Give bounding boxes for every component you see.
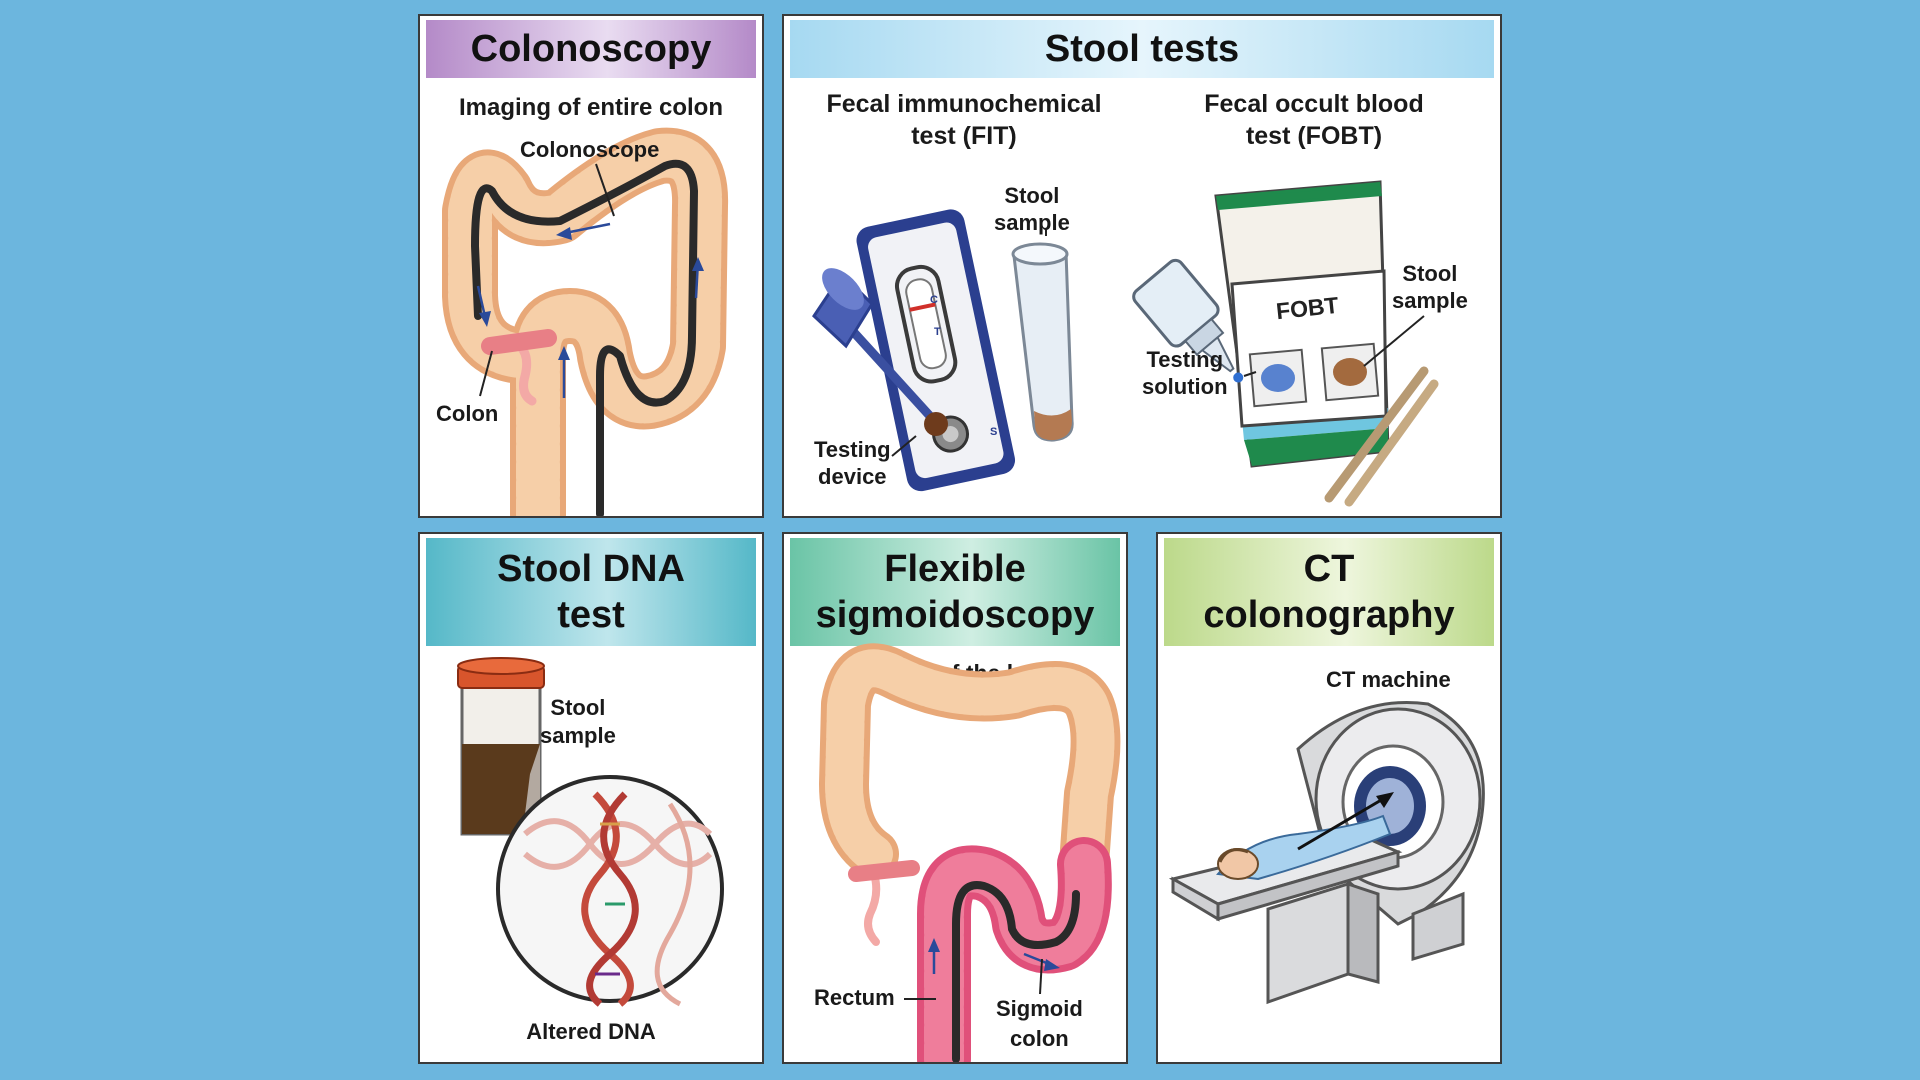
fit-mark-t: T [934,326,941,338]
ct-illustration [1168,700,1485,1005]
fit-stool-tube [1011,242,1074,442]
fit-title: Fecal immunochemical test (FIT) [794,88,1134,152]
colon-illustration [442,127,729,516]
stool-dna-illustration [457,657,724,1007]
fit-title-line2: test (FIT) [911,122,1017,150]
fit-testing-device-label: Testing device [814,436,891,490]
dna-magnified-circle [496,775,724,1007]
flex-sig-panel: Flexible sigmoidoscopy Imaging of the lo… [782,532,1128,1064]
sigmoid-colon-label: Sigmoid colon [996,994,1083,1054]
ct-patient [1216,814,1392,881]
fobt-card [1214,180,1390,468]
fit-swab [812,268,948,436]
flex-sig-title-line1: Flexible [884,548,1026,590]
colonoscopy-panel: Colonoscopy Imaging of entire colon Colo… [418,14,764,518]
fit-stool-line2: sample [994,210,1070,235]
fit-stool-line1: Stool [1004,183,1060,208]
rectum-label: Rectum [814,985,895,1010]
stool-dna-title-line1: Stool DNA [497,548,685,590]
ct-header: CT colonography [1164,538,1494,646]
colon-label: Colon [436,401,499,426]
fobt-stool-line2: sample [1392,288,1468,313]
colonoscopy-title: Colonoscopy [470,27,712,70]
colonoscopy-subtitle: Imaging of entire colon [458,94,723,121]
fobt-dropper-bottle [1132,258,1244,383]
fobt-solution-line2: solution [1142,374,1228,399]
fobt-testing-solution-label: Testing solution [1142,346,1228,400]
stool-tests-title: Stool tests [1044,27,1240,70]
fobt-stool-sample-label: Stool sample [1392,260,1468,314]
flex-sig-title-line2: sigmoidoscopy [815,594,1095,636]
fit-testing-device [856,209,1016,492]
fobt-solution-line1: Testing [1146,347,1224,372]
flex-sig-illustration [819,643,1121,1062]
fobt-title: Fecal occult blood test (FOBT) [1164,88,1464,152]
sigmoid-line1: Sigmoid [996,996,1083,1021]
fit-mark-c: C [930,294,938,306]
fobt-title-line1: Fecal occult blood [1204,90,1424,118]
stool-dna-header: Stool DNA test [426,538,756,646]
colonoscopy-header: Colonoscopy [426,20,756,78]
sigmoid-line2: colon [1010,1026,1069,1051]
fit-device-line1: Testing [814,437,891,462]
ct-machine-label: CT machine [1326,667,1451,692]
fit-stool-sample-label: Stool sample [994,182,1070,236]
ct-title-line1: CT [1303,548,1355,590]
fobt-applicator-sticks [1324,366,1439,507]
flex-sig-header: Flexible sigmoidoscopy [790,538,1120,646]
ct-title-line2: colonography [1203,594,1455,636]
fit-device-line2: device [818,464,887,489]
stool-dna-title-line2: test [557,594,625,636]
stool-tests-header: Stool tests [790,20,1494,78]
dna-stool-line2: sample [540,723,616,748]
fit-mark-s: S [990,426,998,438]
dna-stool-sample-label: Stool sample [540,694,616,750]
stool-tests-illustration [812,180,1439,507]
altered-dna-label: Altered DNA [526,1019,656,1044]
colonoscope-label: Colonoscope [520,137,660,162]
fit-title-line1: Fecal immunochemical [826,90,1102,118]
ct-panel: CT colonography CT machine [1156,532,1502,1064]
fobt-stool-line1: Stool [1402,261,1458,286]
stool-dna-panel: Stool DNA test Stool sample Altered DN [418,532,764,1064]
fobt-title-line2: test (FOBT) [1245,122,1383,150]
stool-tests-panel: Stool tests Fecal immunochemical test (F… [782,14,1502,518]
dna-stool-line1: Stool [550,695,606,720]
